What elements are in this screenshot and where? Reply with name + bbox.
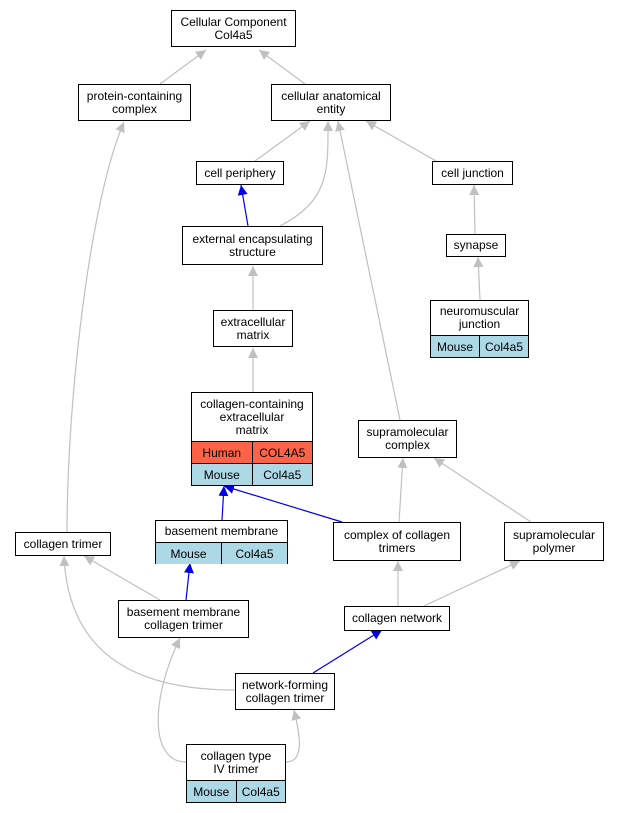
node-label: protein-containing complex: [86, 88, 183, 116]
edge-collagen-complex-to-supramolecular-complex: [397, 457, 408, 523]
annotation-row: Mouse Col4a5: [156, 542, 287, 564]
node-label: cell periphery: [204, 165, 276, 180]
node-basement-membrane-collagen-trimer[interactable]: basement membrane collagen trimer: [118, 600, 249, 638]
node-label: external encapsulating structure: [192, 231, 313, 259]
edge-neuromuscular-junction-to-synapse: [473, 256, 484, 301]
species-cell: Human: [192, 442, 252, 463]
node-complex-of-collagen-trimers[interactable]: complex of collagen trimers: [333, 522, 461, 561]
node-neuromuscular-junction[interactable]: neuromuscular junction Mouse Col4a5: [430, 300, 529, 358]
node-label: complex of collagen trimers: [343, 527, 451, 555]
node-label: collagen type IV trimer: [200, 748, 272, 776]
node-label: neuromuscular junction: [439, 304, 520, 331]
node-collagen-trimer[interactable]: collagen trimer: [15, 532, 111, 556]
edge-network-forming-trimer-to-collagen-trimer: [59, 555, 236, 691]
species-cell: Mouse: [431, 336, 479, 357]
node-cellular-component[interactable]: Cellular Component Col4a5: [171, 10, 296, 47]
edge-bm-collagen-trimer-to-collagen-trimer: [83, 555, 161, 601]
annotation-row: Human COL4A5: [192, 441, 312, 463]
node-label: collagen trimer: [23, 536, 103, 551]
edge-protein-complex-to-cellular-component: [159, 49, 207, 85]
node-label: network-forming collagen trimer: [241, 677, 329, 705]
annotation-row: Mouse Col4a5: [187, 780, 285, 802]
edge-type-iv-trimer-to-bm-collagen-trimer: [157, 637, 187, 763]
node-label: supramolecular complex: [366, 425, 449, 452]
gene-cell: COL4A5: [251, 442, 312, 463]
node-label: Cellular Component Col4a5: [180, 14, 287, 42]
node-collagen-containing-extracellular-matrix[interactable]: collagen-containing extracellular matrix…: [191, 392, 313, 486]
node-protein-containing-complex[interactable]: protein-containing complex: [78, 84, 191, 121]
node-network-forming-collagen-trimer[interactable]: network-forming collagen trimer: [235, 673, 335, 710]
annotation-row: Mouse Col4a5: [431, 335, 528, 357]
edge-bm-collagen-trimer-to-basement-membrane: [183, 562, 194, 601]
node-supramolecular-polymer[interactable]: supramolecular polymer: [504, 522, 604, 561]
edge-supramolecular-polymer-to-supramolecular-complex: [433, 457, 532, 523]
node-label: basement membrane collagen trimer: [126, 605, 241, 632]
edge-cell-periphery-to-anatomical-entity: [254, 120, 311, 162]
node-basement-membrane[interactable]: basement membrane Mouse Col4a5: [155, 520, 288, 564]
annotation-row: Mouse Col4a5: [192, 463, 312, 485]
node-label: cellular anatomical entity: [281, 88, 381, 116]
node-label: cell junction: [441, 165, 504, 180]
gene-cell: Col4a5: [221, 543, 287, 564]
node-collagen-network[interactable]: collagen network: [344, 606, 450, 631]
node-label: collagen-containing extracellular matrix: [200, 396, 304, 437]
node-cell-periphery[interactable]: cell periphery: [196, 161, 284, 185]
node-label: collagen network: [351, 611, 443, 625]
node-label: synapse: [453, 238, 499, 252]
gene-cell: Col4a5: [235, 781, 285, 802]
node-supramolecular-complex[interactable]: supramolecular complex: [358, 420, 457, 458]
node-collagen-type-iv-trimer[interactable]: collagen type IV trimer Mouse Col4a5: [186, 744, 286, 803]
edge-collagen-network-to-supramolecular-polymer: [423, 560, 521, 607]
node-cellular-anatomical-entity[interactable]: cellular anatomical entity: [271, 84, 391, 121]
edge-anatomical-entity-to-cellular-component: [258, 49, 306, 85]
edge-cell-junction-to-anatomical-entity: [365, 120, 437, 162]
node-label: supramolecular polymer: [512, 527, 596, 555]
edge-type-iv-trimer-to-network-forming-trimer: [285, 709, 302, 763]
edge-collagen-complex-to-collagen-ecm: [223, 484, 343, 523]
node-synapse[interactable]: synapse: [446, 234, 506, 257]
edge-supramolecular-complex-to-anatomical-entity: [335, 120, 401, 421]
species-cell: Mouse: [192, 464, 252, 485]
node-label: basement membrane: [164, 524, 279, 538]
node-label: extracellular matrix: [220, 314, 286, 342]
edge-external-structure-to-cell-periphery: [237, 184, 249, 227]
edge-basement-membrane-to-collagen-ecm: [218, 485, 229, 521]
node-extracellular-matrix[interactable]: extracellular matrix: [213, 310, 293, 347]
edge-external-structure-to-anatomical-entity: [279, 120, 334, 227]
species-cell: Mouse: [187, 781, 236, 802]
gene-cell: Col4a5: [479, 336, 528, 357]
node-external-encapsulating-structure[interactable]: external encapsulating structure: [182, 226, 323, 265]
edge-synapse-to-cell-junction: [469, 184, 480, 235]
node-cell-junction[interactable]: cell junction: [432, 161, 513, 185]
edge-network-forming-trimer-to-collagen-network: [312, 629, 383, 674]
species-cell: Mouse: [156, 543, 221, 564]
edge-collagen-trimer-to-protein-complex: [66, 121, 125, 533]
gene-cell: Col4a5: [251, 464, 312, 485]
